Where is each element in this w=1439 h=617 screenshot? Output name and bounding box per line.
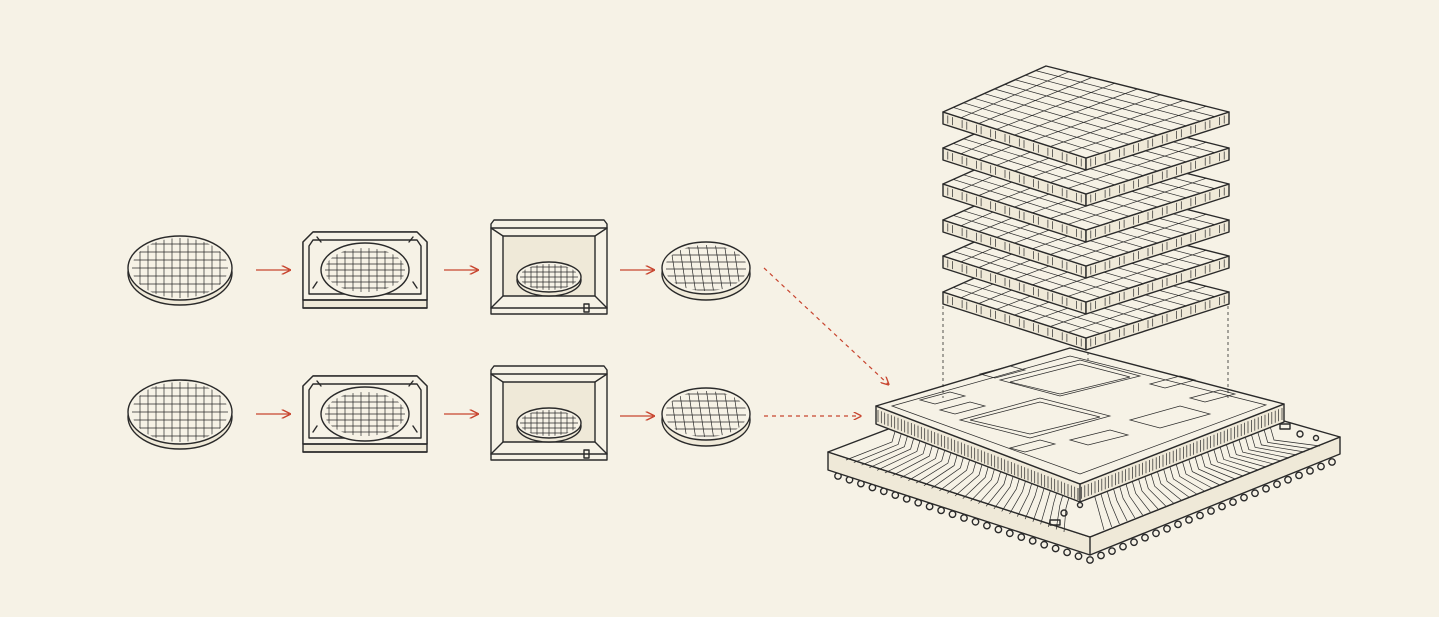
thinned-wafer-icon — [661, 387, 751, 447]
alignment-guides — [942, 300, 1229, 398]
bonding-chamber-icon — [490, 219, 608, 315]
wafer-icon — [127, 379, 233, 450]
die-layer-1 — [942, 65, 1230, 171]
row-1 — [127, 219, 888, 384]
die-stack — [942, 65, 1230, 351]
dashed-arrow-r1-to-stack — [763, 267, 888, 384]
row-2 — [127, 365, 860, 461]
substrate-pads — [1049, 423, 1320, 526]
wafer-carrier-icon — [302, 231, 428, 309]
solder-balls — [834, 458, 1336, 564]
circuit-blocks — [918, 359, 1237, 453]
bonding-chamber-icon — [490, 365, 608, 461]
wafer-icon — [127, 235, 233, 306]
logic-die-icon — [875, 347, 1285, 503]
thinned-wafer-icon — [661, 241, 751, 301]
wafer-carrier-icon — [302, 375, 428, 453]
